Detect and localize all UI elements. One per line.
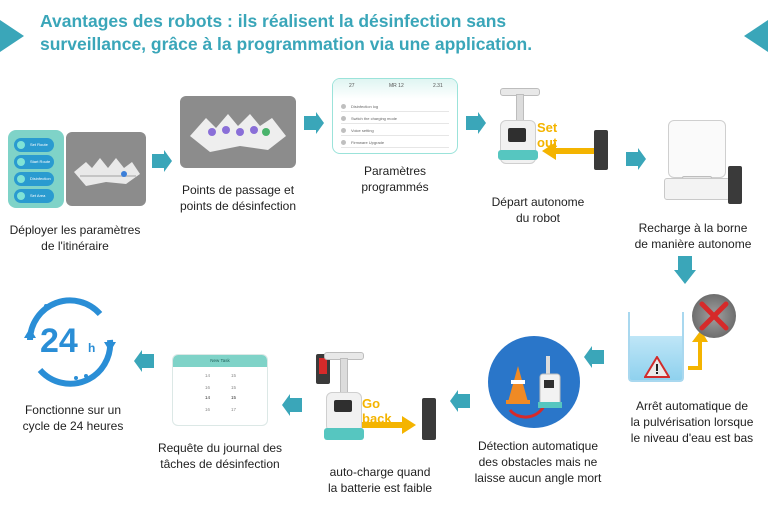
- arrow-left-icon: [542, 142, 594, 160]
- app-row: Switch the charging mode: [341, 113, 449, 124]
- app-header: [333, 79, 457, 99]
- arrow-left-icon: [584, 346, 604, 368]
- caption-line: de manière autonome: [634, 237, 752, 251]
- caption-line: Paramètres: [363, 164, 427, 178]
- caption-line: points de désinfection: [179, 199, 297, 213]
- title-line-2: surveillance, grâce à la programmation v…: [40, 34, 533, 54]
- caption-line: des obstacles mais ne: [478, 455, 598, 469]
- caption-line: Déployer les paramètres: [9, 223, 141, 237]
- phone-button: Set Route: [14, 138, 54, 152]
- task-number: 16: [205, 407, 211, 412]
- charging-station: [594, 130, 608, 170]
- app-row: Voice setting: [341, 125, 449, 136]
- caption-line: tâches de désinfection: [160, 457, 280, 471]
- obstacle-graphic: [506, 356, 562, 419]
- task-number: 15: [231, 395, 237, 400]
- battery-level: [319, 358, 327, 374]
- robot-screen: [508, 128, 526, 142]
- spray-disabled-image: [692, 294, 736, 338]
- robot-mast: [340, 358, 348, 394]
- battery-low-icon: [316, 354, 330, 384]
- step-caption: auto-charge quand la batterie est faible: [320, 464, 440, 496]
- warning-icon: [644, 356, 670, 378]
- caption-line: Recharge à la borne: [638, 221, 748, 235]
- robot-base: [664, 178, 730, 200]
- caption-line: de l'itinéraire: [41, 239, 109, 253]
- caption-line: Fonctionne sur un: [24, 403, 122, 417]
- caption-line: le niveau d'eau est bas: [630, 431, 754, 445]
- caption-line: Détection automatique: [477, 439, 599, 453]
- arrow-right-icon: [362, 416, 416, 434]
- robot-body: [326, 392, 362, 432]
- step-caption: Détection automatique des obstacles mais…: [464, 438, 612, 486]
- arrow-left-icon: [282, 394, 302, 416]
- app-tablet: 27 MR 12 2.31 Disinfection log Switch th…: [332, 78, 458, 154]
- robot-screen: [334, 400, 352, 412]
- arrow-right-icon: [466, 112, 486, 134]
- caption-line: la pulvérisation lorsque: [630, 415, 754, 429]
- step-caption: Points de passage et points de désinfect…: [168, 182, 308, 214]
- step-caption: Recharge à la borne de manière autonome: [620, 220, 766, 252]
- caption-line: programmés: [361, 180, 429, 194]
- caption-line: Points de passage et: [181, 183, 295, 197]
- map-image: [66, 132, 146, 206]
- robot-body: [668, 120, 726, 178]
- charging-station: [728, 166, 742, 204]
- arrow-right-icon: [304, 112, 324, 134]
- app-value: 27: [349, 83, 355, 89]
- robot-base: [324, 428, 364, 440]
- caption-line: Arrêt automatique de: [635, 399, 749, 413]
- right-corner-triangle: [744, 20, 768, 52]
- step-caption: Fonctionne sur un cycle de 24 heures: [8, 402, 138, 434]
- clock-24h-icon: 24 h: [24, 297, 116, 387]
- waypoint-map-graphic: [190, 114, 286, 152]
- title-line-1: Avantages des robots : ils réalisent la …: [40, 11, 507, 31]
- phone-button: Set Area: [14, 189, 54, 203]
- arrow-left-icon: [134, 350, 154, 372]
- task-log-card: New Task 14 15 16 15 14 15 16 17: [172, 354, 268, 426]
- app-value: MR 12: [389, 83, 404, 89]
- left-corner-triangle: [0, 20, 24, 52]
- task-number: 14: [205, 373, 211, 378]
- caption-line: laisse aucun angle mort: [474, 471, 602, 485]
- step-caption: Déployer les paramètres de l'itinéraire: [0, 222, 150, 254]
- clock-number: 24: [40, 322, 78, 360]
- caption-line: cycle de 24 heures: [22, 419, 124, 433]
- caption-line: la batterie est faible: [327, 481, 433, 495]
- caption-line: Requête du journal des: [157, 441, 283, 455]
- caption-line: du robot: [515, 211, 561, 225]
- task-number: 15: [231, 373, 237, 378]
- clock-unit: h: [88, 341, 95, 355]
- step-caption: Paramètres programmés: [330, 163, 460, 195]
- app-value: 2.31: [433, 83, 443, 89]
- arrow-left-icon: [450, 390, 470, 412]
- task-header: New Task: [173, 355, 267, 367]
- page-title: Avantages des robots : ils réalisent la …: [40, 10, 730, 56]
- arrow-right-icon: [152, 150, 172, 172]
- arrow-up-icon: [688, 330, 708, 370]
- obstacle-scene: [488, 336, 580, 428]
- phone-button: Start Route: [14, 155, 54, 169]
- task-number: 15: [231, 385, 237, 390]
- phone-button: Disinfection Set: [14, 172, 54, 195]
- charging-station: [422, 398, 436, 440]
- cross-icon: [699, 301, 729, 331]
- arrow-down-icon: [674, 256, 696, 284]
- robot-base: [498, 150, 538, 160]
- waypoint-map-image: [180, 96, 296, 168]
- caption-line: Départ autonome: [491, 195, 585, 209]
- task-number: 16: [205, 385, 211, 390]
- arrow-right-icon: [626, 148, 646, 170]
- caption-line: auto-charge quand: [329, 465, 431, 479]
- phone-illustration: Set Route Start Route Disinfection Set S…: [8, 130, 64, 208]
- step-caption: Arrêt automatique de la pulvérisation lo…: [618, 398, 766, 446]
- task-number: 17: [231, 407, 237, 412]
- app-row: Disinfection log: [341, 101, 449, 112]
- floor-map-graphic: [74, 158, 140, 186]
- step-caption: Requête du journal des tâches de désinfe…: [150, 440, 290, 472]
- task-number: 14: [205, 395, 211, 400]
- step-caption: Départ autonome du robot: [478, 194, 598, 226]
- app-row: Firmware Upgrade: [341, 137, 449, 148]
